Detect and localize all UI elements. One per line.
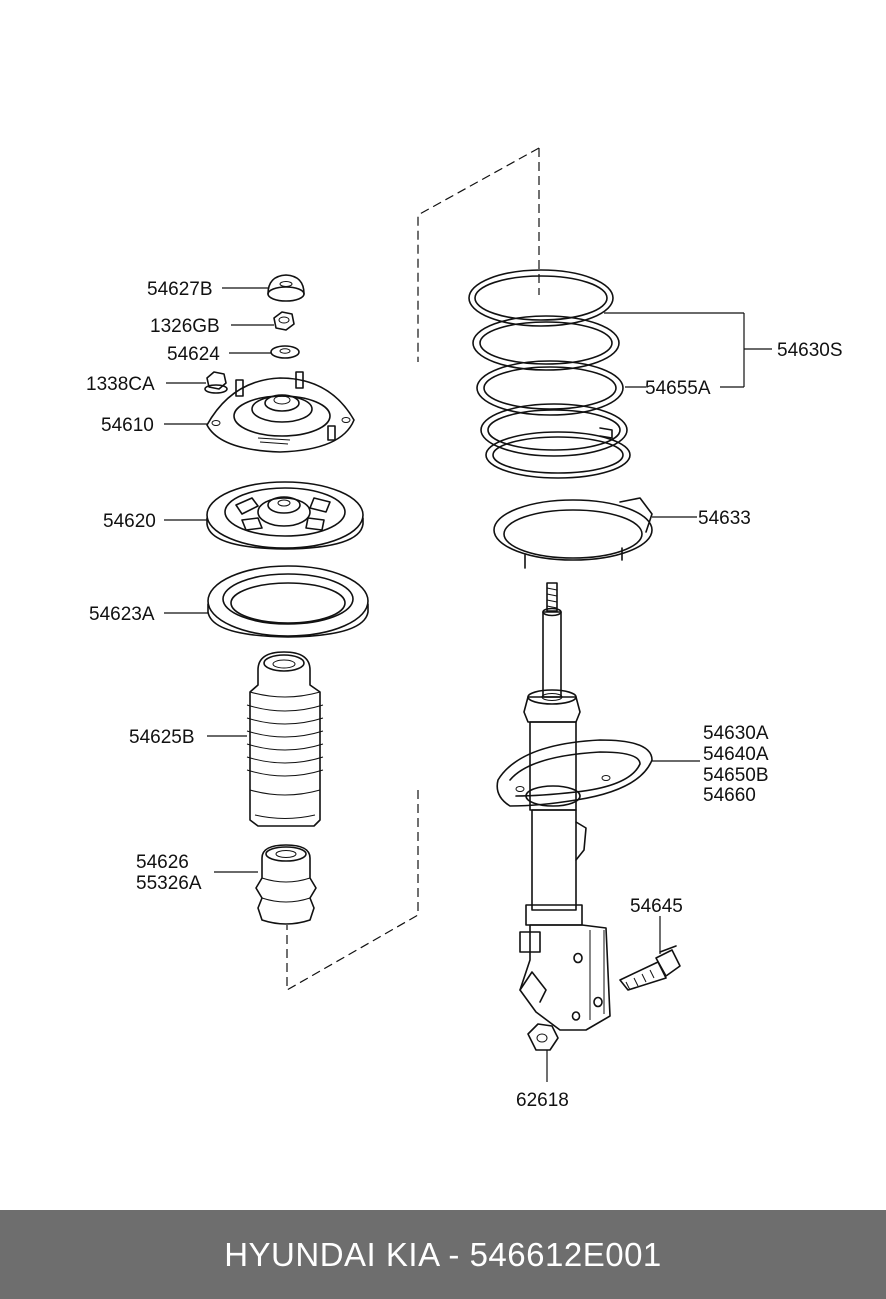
label-54624: 54624	[167, 344, 220, 365]
label-54630S: 54630S	[777, 340, 843, 361]
assembly-dashed-outline	[286, 147, 540, 992]
label-54620: 54620	[103, 511, 156, 532]
label-54625B: 54625B	[129, 727, 195, 748]
label-1326GB: 1326GB	[150, 316, 220, 337]
label-54623A: 54623A	[89, 604, 155, 625]
nut-part	[273, 311, 295, 331]
label-62618: 62618	[516, 1090, 569, 1111]
washer-part	[270, 345, 300, 359]
label-54640A: 54640A	[703, 744, 769, 765]
label-54650B: 54650B	[703, 765, 769, 786]
bump-stop-part	[255, 844, 317, 925]
label-54626: 54626	[136, 852, 189, 873]
label-54645: 54645	[630, 896, 683, 917]
label-54630A: 54630A	[703, 723, 769, 744]
label-54660: 54660	[703, 785, 756, 806]
label-1338CA: 1338CA	[86, 374, 155, 395]
footer-title: HYUNDAI KIA - 546612E001	[224, 1235, 662, 1273]
bearing-plate-part	[206, 481, 364, 550]
bolt-part	[619, 945, 681, 991]
coil-spring-part	[468, 269, 631, 479]
strut-mount-part	[206, 371, 355, 453]
lower-nut-part	[527, 1023, 559, 1051]
dust-boot-part	[246, 651, 324, 827]
bearing-part	[207, 565, 369, 638]
footer-bar: HYUNDAI KIA - 546612E001	[0, 1210, 886, 1299]
label-55326A: 55326A	[136, 873, 202, 894]
flange-nut-part	[204, 371, 228, 394]
dust-cap-part	[267, 274, 305, 302]
strut-assembly-diagram: 54627B 1326GB 54624 1338CA 54610	[86, 147, 843, 1111]
shock-absorber-part	[496, 582, 653, 1031]
label-54610: 54610	[101, 415, 154, 436]
label-54655A: 54655A	[645, 378, 711, 399]
label-54633: 54633	[698, 508, 751, 529]
spring-pad-part	[493, 497, 653, 569]
label-54627B: 54627B	[147, 279, 213, 300]
